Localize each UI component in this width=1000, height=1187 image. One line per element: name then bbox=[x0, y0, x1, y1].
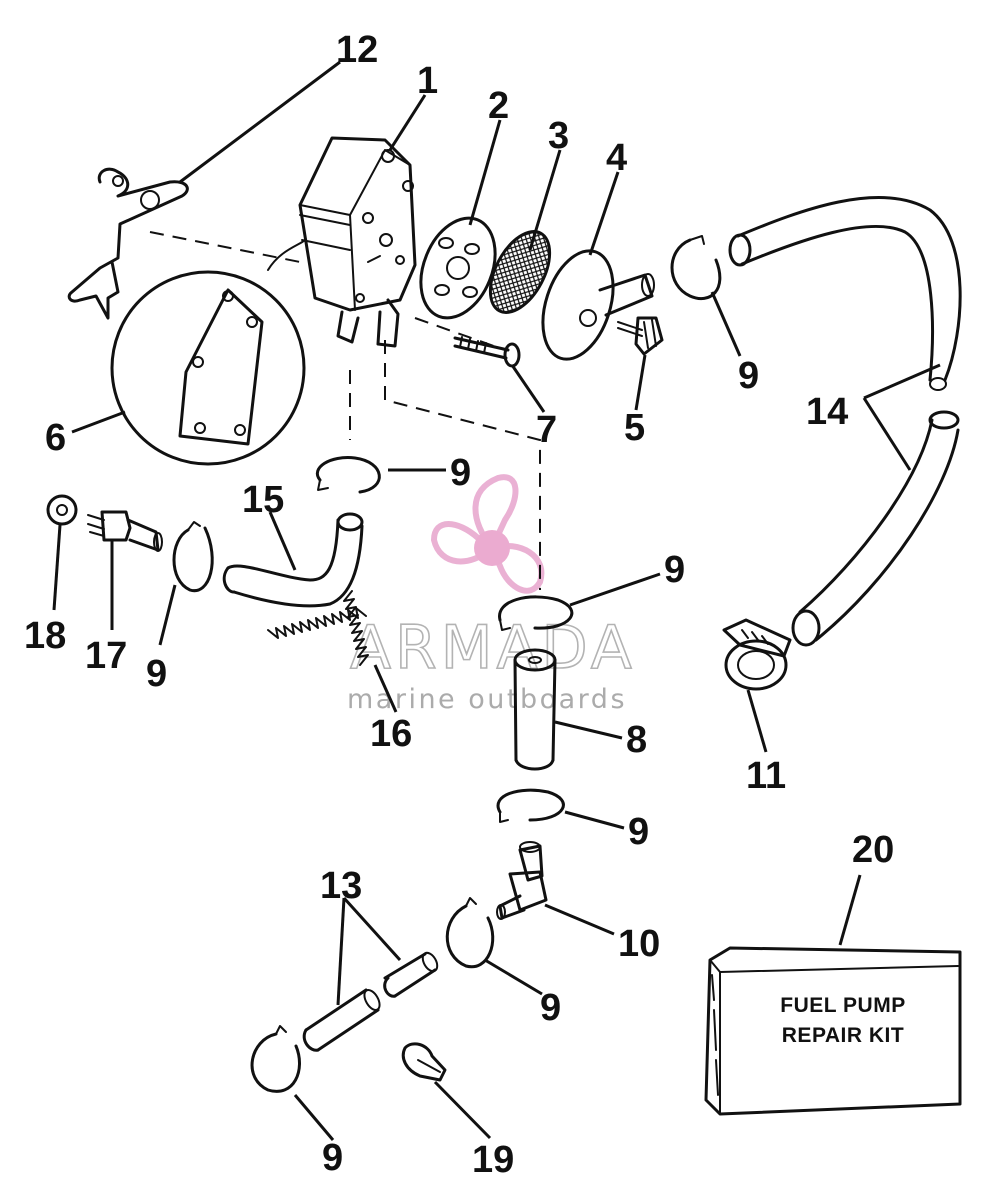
clip-part-9-bottom-left bbox=[250, 1025, 301, 1093]
hoses-part-13 bbox=[302, 951, 439, 1052]
callout-9-lower: 9 bbox=[540, 987, 561, 1029]
hose-part-14 bbox=[728, 196, 962, 647]
repair-kit-line-2: REPAIR KIT bbox=[782, 1024, 904, 1047]
callout-6: 6 bbox=[45, 417, 66, 459]
clip-part-9-center bbox=[498, 595, 574, 631]
callout-2: 2 bbox=[488, 85, 509, 127]
tie-clip-part-19 bbox=[401, 1042, 447, 1082]
clip-part-9-left bbox=[172, 521, 214, 593]
callout-9-lower-center: 9 bbox=[628, 811, 649, 853]
repair-kit-box-part-20 bbox=[704, 946, 962, 1116]
washer-part-18 bbox=[46, 494, 78, 526]
callout-13: 13 bbox=[320, 865, 362, 907]
callout-18: 18 bbox=[24, 615, 66, 657]
callout-15: 15 bbox=[242, 479, 284, 521]
callout-12: 12 bbox=[336, 29, 378, 71]
screw-part-5 bbox=[617, 316, 664, 356]
repair-kit-line-1: FUEL PUMP bbox=[780, 994, 905, 1017]
watermark-tagline: marine outboards bbox=[347, 684, 627, 715]
clip-part-9-upper-right bbox=[670, 235, 722, 301]
callout-17: 17 bbox=[85, 635, 127, 677]
leader-lines bbox=[52, 60, 941, 1141]
valve-plate-part-2 bbox=[419, 216, 497, 320]
callout-14: 14 bbox=[806, 391, 848, 433]
clip-part-9-lower-center bbox=[496, 788, 565, 823]
screen-part-3 bbox=[488, 230, 552, 314]
bracket-part-12 bbox=[67, 167, 189, 320]
hose-clamp-part-11 bbox=[722, 618, 792, 691]
elbow-fitting-part-10 bbox=[496, 841, 548, 920]
callout-9-bottom-left: 9 bbox=[322, 1137, 343, 1179]
callout-19: 19 bbox=[472, 1139, 514, 1181]
callout-5: 5 bbox=[624, 407, 645, 449]
cover-part-4 bbox=[541, 249, 655, 361]
elbow-hose-part-15 bbox=[222, 512, 364, 608]
callout-9-left: 9 bbox=[146, 653, 167, 695]
callout-11: 11 bbox=[746, 755, 786, 797]
callout-9-upper-right: 9 bbox=[738, 355, 759, 397]
callout-3: 3 bbox=[548, 115, 569, 157]
fuel-pump-part-1 bbox=[267, 136, 417, 348]
callout-4: 4 bbox=[606, 137, 627, 179]
callout-9-below-pump: 9 bbox=[450, 452, 471, 494]
clip-part-9-below-pump bbox=[316, 456, 381, 494]
callout-labels: 12 1 2 3 4 9 5 7 6 9 14 15 9 18 17 9 16 … bbox=[24, 29, 894, 1181]
watermark-brand: ARMADA bbox=[350, 613, 636, 683]
fitting-part-17 bbox=[87, 510, 163, 552]
filter-tube-part-8 bbox=[513, 648, 557, 771]
springs-part-16 bbox=[267, 590, 369, 666]
screw-part-7 bbox=[453, 336, 521, 368]
callout-7: 7 bbox=[536, 409, 557, 451]
callout-10: 10 bbox=[618, 923, 660, 965]
propeller-icon bbox=[430, 474, 545, 594]
armada-watermark: ARMADA marine outboards bbox=[347, 474, 636, 715]
clip-part-9-lower bbox=[445, 897, 495, 969]
gasket-detail-part-6 bbox=[110, 270, 306, 466]
callout-8: 8 bbox=[626, 719, 647, 761]
callout-16: 16 bbox=[370, 713, 412, 755]
callout-1: 1 bbox=[417, 60, 438, 102]
callout-20: 20 bbox=[852, 829, 894, 871]
callout-9-center: 9 bbox=[664, 549, 685, 591]
